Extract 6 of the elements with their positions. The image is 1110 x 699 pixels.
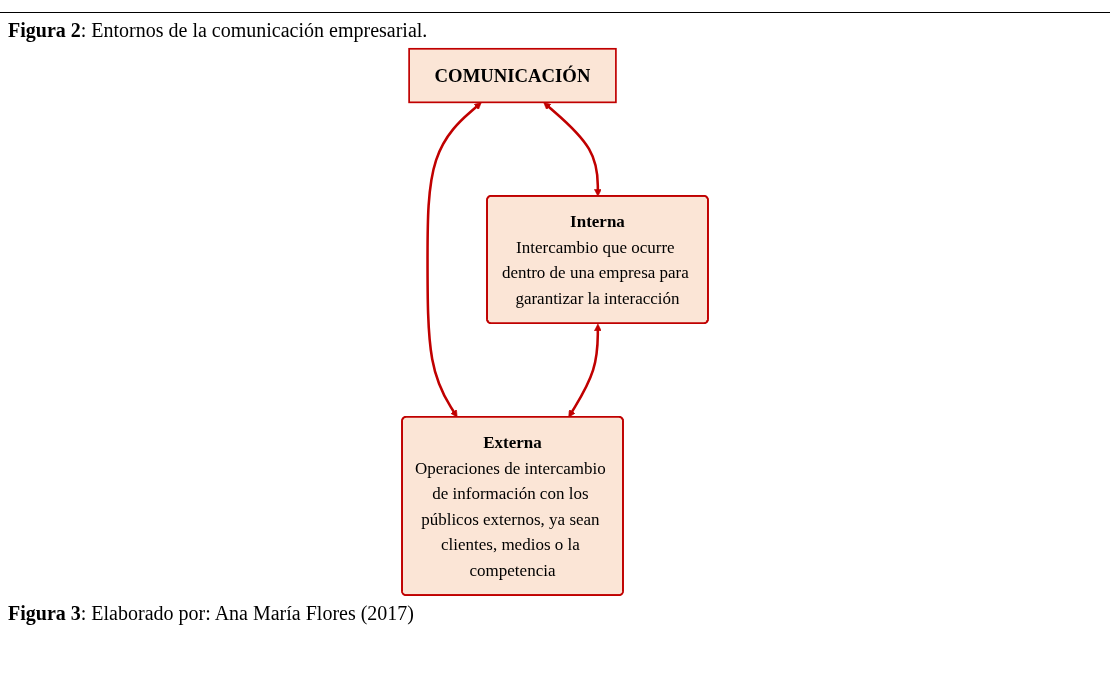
figure-caption: Figura 3: Elaborado por: Ana María Flores (2017) [8,602,416,625]
figure-title: Figura 2: Entornos de la comunicación empresarial. [8,19,429,42]
arrow [426,102,482,418]
arrow [568,323,602,418]
node-box: COMUNICACIÓN [408,47,617,104]
arrow [543,102,602,197]
